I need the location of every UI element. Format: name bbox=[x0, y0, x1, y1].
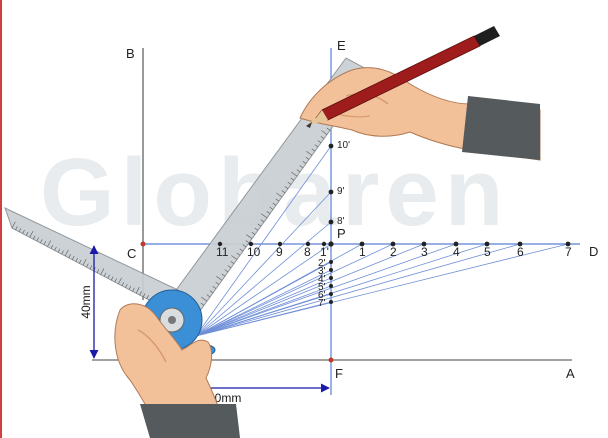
division-point: 10 bbox=[247, 241, 261, 259]
construction-ray bbox=[195, 301, 332, 337]
division-label: 3' bbox=[318, 266, 326, 277]
point-P-dot bbox=[328, 241, 334, 247]
division-label: 2' bbox=[318, 258, 326, 269]
label-C: C bbox=[127, 246, 136, 261]
label-F: F bbox=[335, 366, 343, 381]
division-label: 4' bbox=[318, 274, 326, 285]
division-label: 9 bbox=[276, 245, 283, 259]
construction-ray bbox=[195, 243, 457, 337]
division-label: 1' bbox=[320, 245, 329, 259]
division-label: 5' bbox=[318, 282, 326, 293]
division-label: 5 bbox=[484, 245, 491, 259]
label-P: P bbox=[337, 226, 346, 241]
division-label: 6 bbox=[517, 245, 524, 259]
construction-ray bbox=[195, 277, 332, 337]
division-point: 4 bbox=[453, 241, 460, 259]
division-label: 11 bbox=[216, 245, 229, 259]
division-point: 2 bbox=[390, 241, 397, 259]
division-point: 10' bbox=[328, 140, 350, 151]
division-label: 1 bbox=[359, 245, 366, 259]
division-point: 2' bbox=[318, 258, 333, 269]
dimension-vertical: 40mm bbox=[79, 245, 99, 359]
dimension-vertical-label: 40mm bbox=[79, 285, 93, 318]
construction-ray bbox=[195, 243, 394, 337]
pencil-icon bbox=[306, 26, 500, 128]
hand-holding-pencil-icon bbox=[299, 67, 541, 161]
construction-ray bbox=[195, 243, 521, 337]
radiating-lines bbox=[195, 145, 569, 337]
division-label: 4 bbox=[453, 245, 460, 259]
construction-ray bbox=[195, 261, 332, 337]
construction-ray bbox=[195, 191, 332, 337]
construction-ray bbox=[195, 269, 332, 337]
division-label: 9' bbox=[337, 186, 345, 197]
construction-ray bbox=[195, 243, 332, 337]
construction-ray bbox=[195, 285, 332, 337]
division-label: 3 bbox=[421, 245, 428, 259]
division-point: 5' bbox=[318, 282, 333, 293]
construction-ray bbox=[195, 243, 425, 337]
division-label: 10 bbox=[247, 245, 261, 259]
division-point: 5 bbox=[484, 241, 491, 259]
small-divisions: 2'3'4'5'6'7' bbox=[318, 241, 334, 309]
division-label: 8' bbox=[337, 216, 345, 227]
point-F-dot bbox=[328, 357, 334, 363]
division-point: 9 bbox=[276, 241, 283, 259]
division-point: 1 bbox=[359, 241, 366, 259]
hand-holding-set-square-icon bbox=[114, 303, 240, 438]
division-point: 3' bbox=[318, 266, 333, 277]
division-point: 7 bbox=[565, 241, 572, 259]
division-label: 2 bbox=[390, 245, 397, 259]
division-label: 6' bbox=[318, 290, 326, 301]
division-point: 8' bbox=[328, 216, 345, 227]
division-point: 7' bbox=[318, 298, 333, 309]
label-D: D bbox=[589, 244, 598, 259]
division-point: 1' bbox=[320, 241, 329, 259]
division-point: 4' bbox=[318, 274, 333, 285]
division-point: 8 bbox=[304, 241, 311, 259]
dimension-horizontal: 50mm bbox=[197, 362, 330, 405]
construction-ray bbox=[195, 221, 332, 337]
division-point: 6 bbox=[517, 241, 524, 259]
vertical-divisions: 8' 9' 10' bbox=[328, 140, 350, 227]
division-point: 9' bbox=[328, 186, 345, 197]
label-E: E bbox=[337, 38, 346, 53]
division-label: 10' bbox=[337, 140, 350, 151]
point-C-dot bbox=[140, 241, 146, 247]
division-point: 3 bbox=[421, 241, 428, 259]
construction-ray bbox=[195, 293, 332, 337]
division-point: 11 bbox=[216, 241, 229, 259]
division-label: 7' bbox=[318, 298, 326, 309]
label-B: B bbox=[126, 46, 135, 61]
construction-ray bbox=[195, 145, 332, 337]
division-label: 7 bbox=[565, 245, 572, 259]
label-A: A bbox=[566, 366, 575, 381]
division-label: 8 bbox=[304, 245, 311, 259]
division-point: 6' bbox=[318, 290, 333, 301]
horizontal-divisions: 1 2 3 4 5 6 7 11 10 9 8 1' bbox=[216, 241, 572, 259]
